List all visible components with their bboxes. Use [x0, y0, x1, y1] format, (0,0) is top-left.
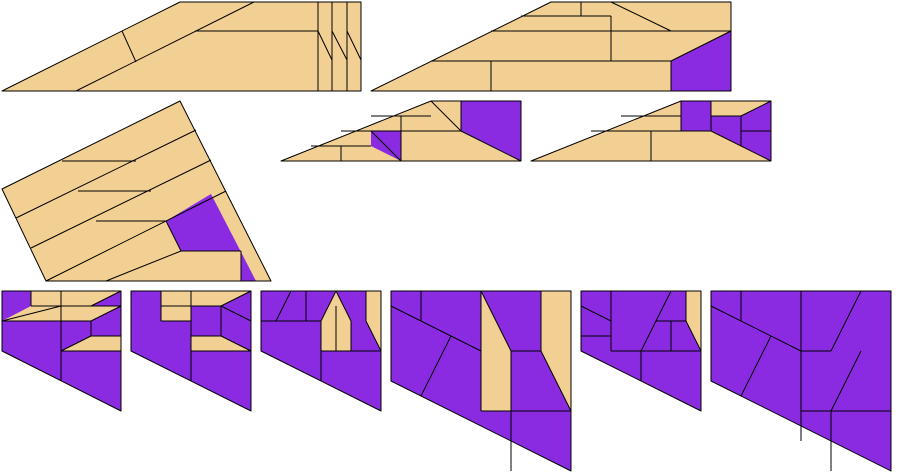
fig1-cut-lines [1, 1, 362, 92]
fig2-purple-piece [671, 31, 731, 91]
fig5-purple-piece [681, 101, 771, 161]
figure-6 [1, 290, 122, 412]
figure-3 [1, 100, 272, 282]
fig3-purple-piece [166, 194, 256, 281]
figure-4 [280, 100, 522, 162]
fig4-cut-lines [280, 100, 522, 162]
fig4-purple-big [431, 101, 521, 161]
fig10-tan-right [686, 291, 701, 351]
fig11-cut-lines [710, 290, 892, 472]
fig8-tan-right [366, 291, 381, 351]
fig9-tan-right [541, 291, 571, 411]
fig9-tan-center [481, 291, 511, 411]
figure-7 [130, 290, 252, 412]
figure-2 [370, 1, 732, 92]
fig3-cut-lines [1, 100, 272, 282]
fig6-cut-lines [1, 290, 122, 412]
fig2-body [371, 2, 731, 91]
figure-5 [530, 100, 772, 162]
fig1-body [2, 2, 361, 91]
fig10-cut-lines [580, 290, 702, 412]
figure-10 [580, 290, 702, 412]
fig2-cut-lines [370, 1, 732, 92]
fig8-cut-lines [260, 290, 382, 412]
fig5-cut-lines [530, 100, 772, 162]
figure-9 [390, 290, 572, 472]
fig9-cut-lines [390, 290, 572, 472]
fig7-cut-lines [130, 290, 252, 412]
fig7-tan-mid [191, 336, 251, 351]
figure-8 [260, 290, 382, 412]
figure-11 [710, 290, 892, 472]
figure-1 [1, 1, 362, 92]
fig6-tan-mid [61, 336, 121, 351]
